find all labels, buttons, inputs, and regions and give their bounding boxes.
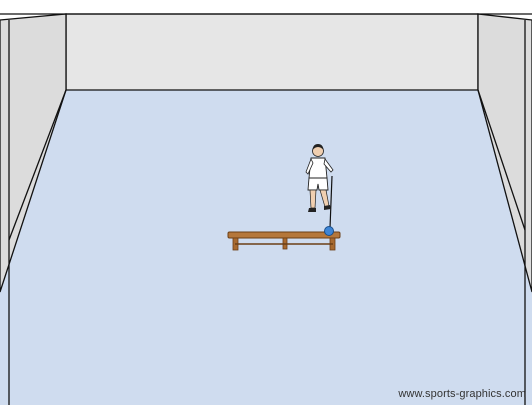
court-floor (0, 90, 532, 405)
watermark-text: www.sports-graphics.com (398, 388, 526, 400)
ball (325, 227, 334, 236)
back-wall (66, 14, 478, 90)
